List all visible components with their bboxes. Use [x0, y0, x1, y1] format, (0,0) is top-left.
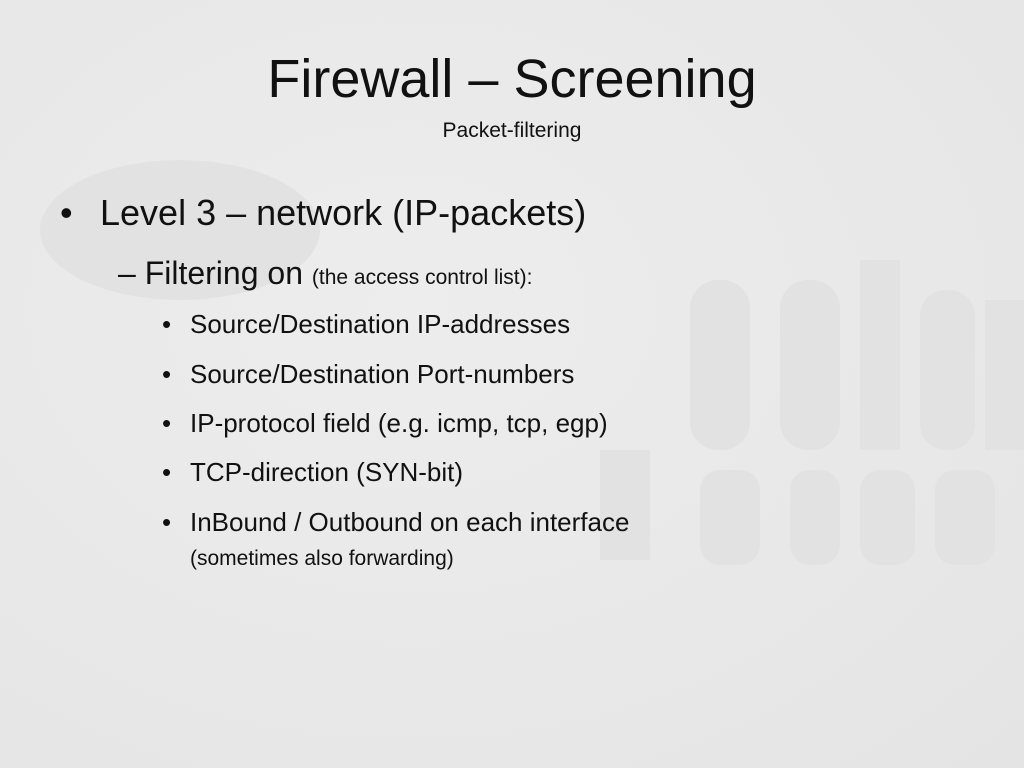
bullet-marker: • — [60, 192, 73, 233]
level3-item: IP-protocol field (e.g. icmp, tcp, egp) — [190, 408, 608, 438]
level3-item: Source/Destination Port-numbers — [190, 359, 575, 389]
bullet-marker: • — [162, 408, 172, 438]
bullet-marker: • — [162, 507, 172, 537]
bullet-marker: • — [162, 359, 172, 389]
bullet-marker: • — [162, 309, 172, 339]
level2-note: (the access control list): — [311, 266, 533, 289]
slide-subtitle: Packet-filtering — [442, 119, 582, 142]
bullet-marker: • — [162, 457, 172, 487]
level1-item: Level 3 – network (IP-packets) — [100, 192, 587, 233]
slide-title: Firewall – Screening — [267, 49, 757, 109]
level3-item: Source/Destination IP-addresses — [190, 309, 571, 339]
level2-item: – Filtering on (the access control list)… — [118, 252, 532, 299]
level2-dash: – — [118, 255, 136, 291]
level3-note: (sometimes also forwarding) — [190, 547, 454, 570]
level3-item: TCP-direction (SYN-bit) — [190, 457, 464, 487]
level3-item: InBound / Outbound on each interface — [190, 507, 630, 537]
level2-text: Filtering on — [144, 255, 303, 291]
